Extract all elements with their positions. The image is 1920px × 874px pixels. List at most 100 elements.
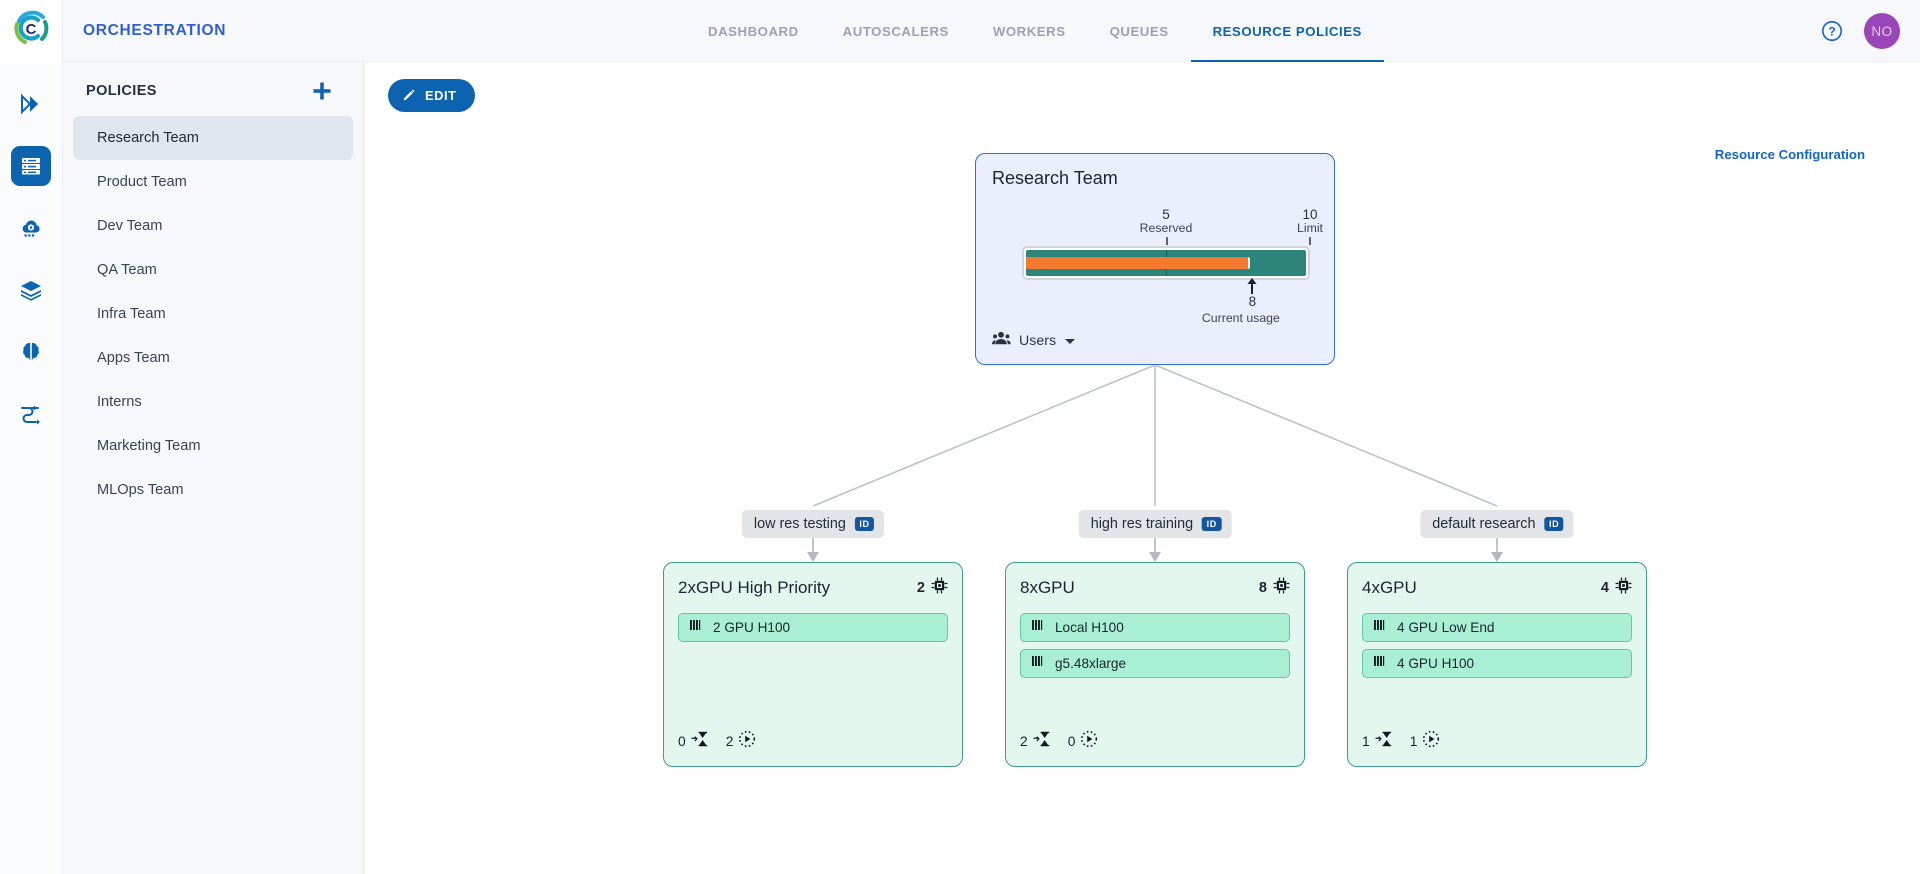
gpu-bars-icon — [1031, 654, 1045, 673]
rail-item-brain[interactable] — [11, 332, 51, 372]
root-node-title: Research Team — [992, 168, 1118, 188]
policy-item-dev-team[interactable]: Dev Team — [97, 218, 163, 234]
root-users-toggle[interactable]: Users — [992, 330, 1076, 351]
resource-list: 2 GPU H100 — [678, 613, 948, 642]
policy-item-product-team[interactable]: Product Team — [97, 174, 187, 190]
resource-list-item-label: 4 GPU H100 — [1397, 656, 1475, 671]
resource-card-capacity-value: 4 — [1600, 580, 1609, 596]
rail-item-cloud-gear[interactable] — [11, 208, 51, 248]
resource-card-capacity-value: 2 — [916, 580, 925, 596]
root-users-label: Users — [1019, 332, 1057, 349]
hourglass-arrow-icon — [1375, 731, 1394, 752]
top-bar-actions: ? NO — [1820, 0, 1900, 62]
gauge-current-usage-marker: 8 Current usage — [1022, 278, 1310, 325]
gpu-bars-icon — [1373, 654, 1387, 673]
gauge-current-value: 8 — [1248, 294, 1257, 309]
rail-item-server-rack[interactable] — [11, 146, 51, 186]
resource-list-item[interactable]: Local H100 — [1020, 613, 1290, 642]
resource-list-item[interactable]: 4 GPU Low End — [1362, 613, 1632, 642]
tab-workers[interactable]: WORKERS — [992, 23, 1066, 39]
help-circle-icon[interactable]: ? — [1820, 19, 1844, 43]
resource-configuration-link[interactable]: Resource Configuration — [1714, 147, 1865, 162]
policy-item-research-team[interactable]: Research Team — [73, 116, 353, 160]
queue-pill-default-research[interactable]: default research ID — [1420, 510, 1574, 538]
gauge-top-ticks — [1022, 237, 1311, 246]
tab-dashboard[interactable]: DASHBOARD — [708, 23, 799, 39]
pending-stat: 1 — [1362, 731, 1394, 752]
policy-root-node[interactable]: Research Team 5 Reserved 10 Limit — [975, 153, 1335, 365]
running-stat: 1 — [1410, 730, 1441, 753]
brand-title: ORCHESTRATION — [83, 21, 227, 39]
resource-list-item[interactable]: g5.48xlarge — [1020, 649, 1290, 678]
resource-card-header: 2xGPU High Priority 2 — [678, 577, 948, 599]
queue-pill-name: high res training — [1090, 516, 1194, 532]
icon-rail — [0, 62, 63, 874]
avatar[interactable]: NO — [1864, 13, 1900, 49]
double-chevron-right-icon — [19, 92, 43, 116]
top-bar: C ORCHESTRATION DASHBOARD AUTOSCALERS WO… — [0, 0, 1920, 62]
resource-card-4xgpu[interactable]: 4xGPU 4 — [1347, 562, 1647, 767]
resource-card-capacity-value: 8 — [1258, 580, 1267, 596]
resource-gauge: 5 Reserved 10 Limit — [1022, 207, 1323, 325]
policy-item-interns[interactable]: Interns — [97, 394, 142, 410]
svg-text:?: ? — [1828, 25, 1835, 39]
server-rack-icon — [19, 154, 43, 178]
play-dotted-circle-icon — [1422, 730, 1440, 753]
cpu-chip-icon — [931, 577, 948, 599]
tab-resource-policies[interactable]: RESOURCE POLICIES — [1190, 0, 1385, 62]
pending-count: 2 — [1020, 734, 1028, 749]
queue-pill-name: low res testing — [753, 516, 846, 532]
cpu-chip-icon — [1615, 577, 1632, 599]
tab-autoscalers[interactable]: AUTOSCALERS — [842, 23, 949, 39]
rail-item-double-chevron[interactable] — [11, 84, 51, 124]
resource-list: Local H100 g5.48xlarge — [1020, 613, 1290, 678]
queue-pill-low-res-testing[interactable]: low res testing ID — [741, 510, 885, 538]
gauge-limit-value: 10 — [1302, 207, 1318, 222]
gauge-track — [1026, 250, 1306, 276]
app-logo[interactable]: C — [0, 0, 63, 62]
gpu-bars-icon — [1031, 618, 1045, 637]
queue-pill-high-res-training[interactable]: high res training ID — [1078, 510, 1232, 538]
resource-card-title: 8xGPU — [1020, 578, 1075, 597]
policies-title: POLICIES — [86, 83, 157, 99]
plus-icon[interactable] — [311, 80, 333, 102]
resource-card-capacity: 4 — [1601, 577, 1632, 599]
running-count: 2 — [725, 734, 734, 749]
shuffle-routes-icon — [19, 402, 43, 426]
policy-item-infra-team[interactable]: Infra Team — [97, 306, 166, 322]
edit-button-label: EDIT — [425, 88, 457, 103]
policy-item-apps-team[interactable]: Apps Team — [97, 350, 170, 366]
resource-list-item[interactable]: 4 GPU H100 — [1362, 649, 1632, 678]
queue-id-chip: ID — [854, 517, 875, 531]
queue-pill-name: default research — [1432, 516, 1536, 532]
resource-card-footer: 1 1 — [1362, 730, 1440, 753]
pending-stat: 2 — [1020, 731, 1052, 752]
policy-item-marketing-team[interactable]: Marketing Team — [97, 438, 201, 454]
edit-button[interactable]: EDIT — [388, 79, 475, 112]
rail-item-layers[interactable] — [11, 270, 51, 310]
gpu-bars-icon — [1373, 618, 1387, 637]
resource-card-footer: 0 2 — [678, 730, 756, 753]
play-dotted-circle-icon — [1080, 730, 1098, 753]
svg-text:C: C — [26, 21, 37, 38]
rail-item-shuffle-routes[interactable] — [11, 394, 51, 434]
resource-list-item[interactable]: 2 GPU H100 — [678, 613, 948, 642]
resource-card-footer: 2 0 — [1020, 730, 1098, 753]
resource-card-2xgpu-high-priority[interactable]: 2xGPU High Priority 2 — [663, 562, 963, 767]
policies-header: POLICIES — [63, 62, 363, 112]
policy-list: Research Team Product Team Dev Team QA T… — [63, 112, 363, 512]
resource-card-title: 2xGPU High Priority — [678, 578, 831, 597]
caret-down-icon — [1064, 332, 1076, 350]
policy-item-qa-team[interactable]: QA Team — [97, 262, 157, 278]
policies-sidebar: POLICIES Research Team Product Team Dev … — [63, 62, 364, 874]
gauge-bar — [1022, 246, 1310, 280]
gpu-bars-icon — [689, 618, 703, 637]
policy-item-mlops-team[interactable]: MLOps Team — [97, 482, 184, 498]
hourglass-arrow-icon — [691, 731, 710, 752]
tab-queues[interactable]: QUEUES — [1109, 23, 1169, 39]
resource-card-header: 8xGPU 8 — [1020, 577, 1290, 599]
pending-stat: 0 — [678, 731, 710, 752]
resource-card-8xgpu[interactable]: 8xGPU 8 — [1005, 562, 1305, 767]
running-count: 1 — [1409, 734, 1418, 749]
policy-graph-canvas: EDIT Resource Configuration Research Tea… — [364, 62, 1920, 874]
